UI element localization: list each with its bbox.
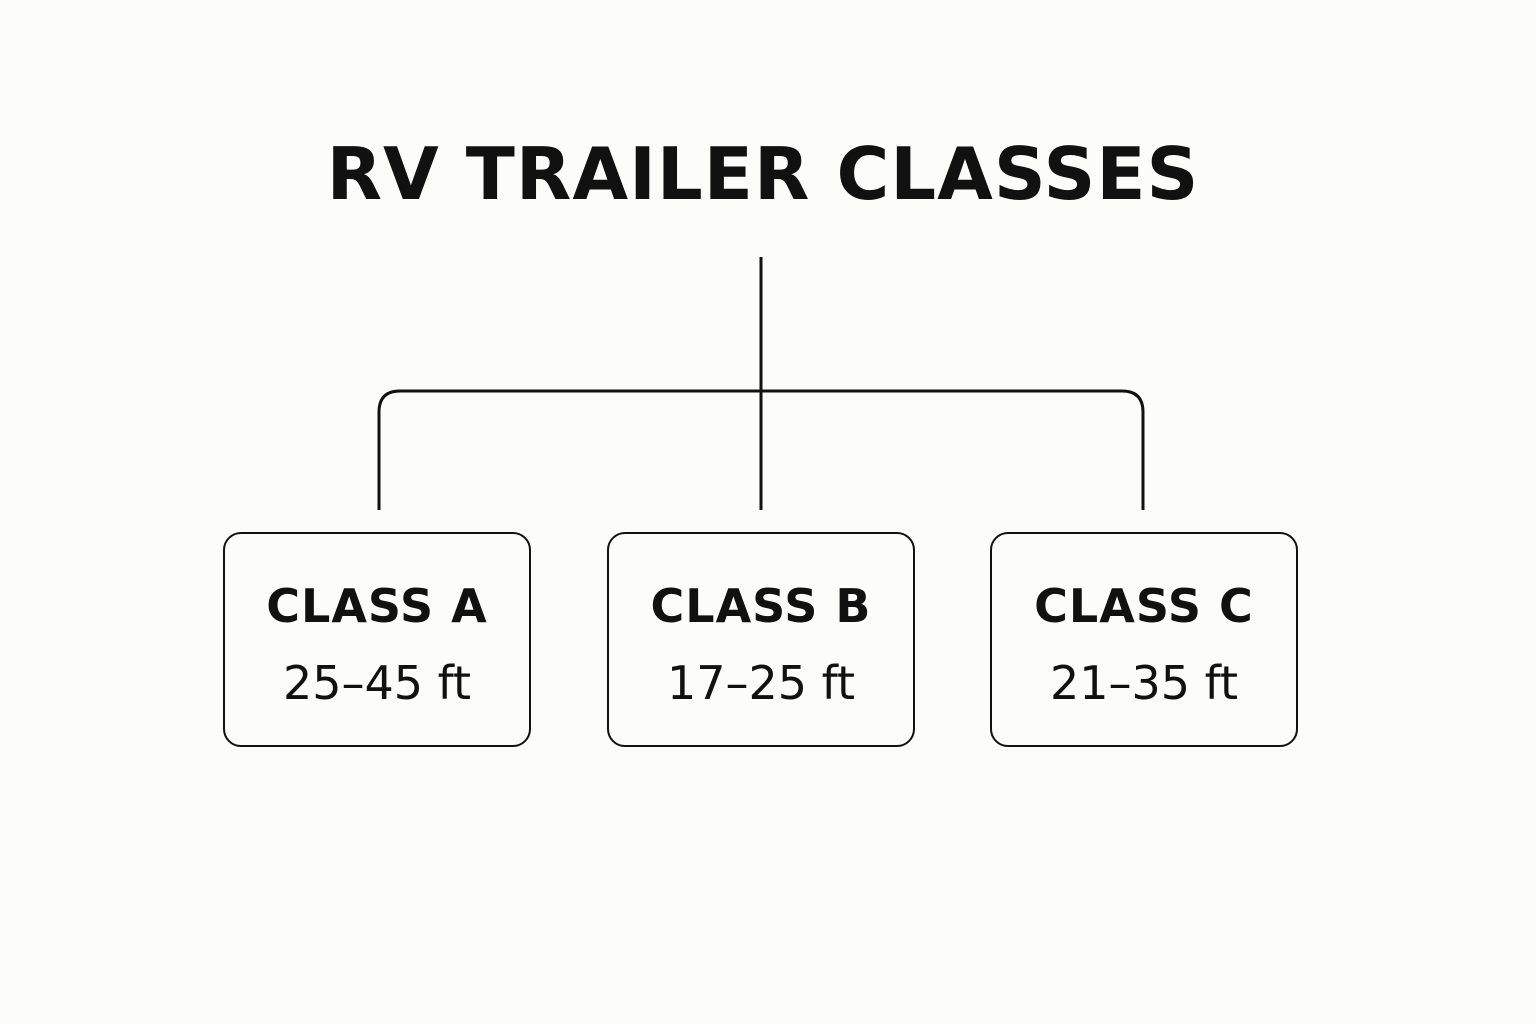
class-b-box: CLASS B 17–25 ft bbox=[607, 532, 915, 747]
class-c-length: 21–35 ft bbox=[1049, 656, 1239, 710]
class-b-length: 17–25 ft bbox=[666, 656, 856, 710]
class-c-name: CLASS C bbox=[1034, 579, 1254, 633]
class-a-name: CLASS A bbox=[266, 579, 488, 633]
class-a-box: CLASS A 25–45 ft bbox=[223, 532, 531, 747]
diagram-title: RV TRAILER CLASSES bbox=[326, 132, 1200, 216]
branch-bracket bbox=[377, 389, 1145, 510]
class-a-length: 25–45 ft bbox=[282, 656, 472, 710]
class-c-box: CLASS C 21–35 ft bbox=[990, 532, 1298, 747]
class-b-name: CLASS B bbox=[650, 579, 872, 633]
